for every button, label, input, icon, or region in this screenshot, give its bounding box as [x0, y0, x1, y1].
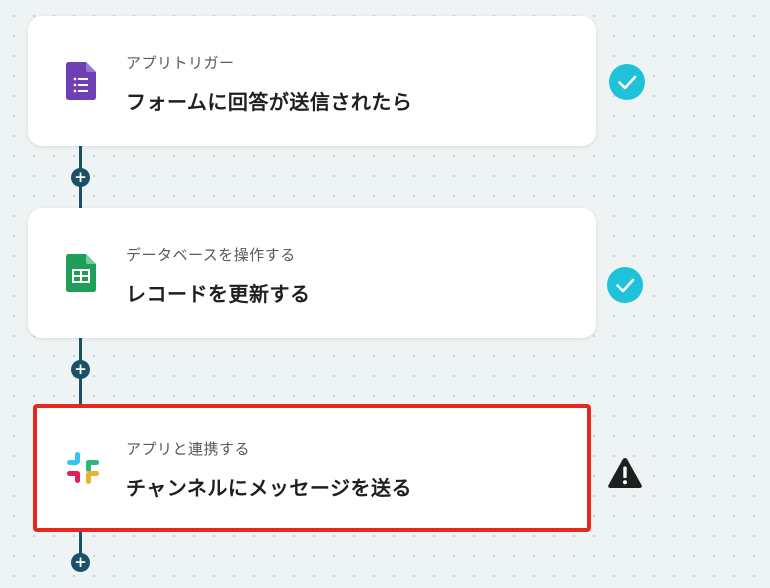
google-sheets-icon	[66, 254, 96, 292]
step-card-form-trigger[interactable]: アプリトリガー フォームに回答が送信されたら	[28, 16, 596, 146]
add-step-button[interactable]: +	[71, 553, 90, 572]
google-forms-icon	[66, 62, 96, 100]
step-subtitle: データベースを操作する	[126, 246, 296, 264]
add-step-button[interactable]: +	[71, 360, 90, 379]
check-circle-icon	[609, 64, 645, 100]
check-circle-icon	[607, 267, 643, 303]
warning-triangle-icon	[608, 458, 642, 488]
step-subtitle: アプリと連携する	[126, 440, 251, 458]
step-title: フォームに回答が送信されたら	[126, 90, 413, 114]
step-title: チャンネルにメッセージを送る	[126, 476, 412, 500]
step-subtitle: アプリトリガー	[126, 54, 235, 72]
connector-line	[79, 532, 82, 556]
step-title: レコードを更新する	[126, 282, 311, 306]
add-step-button[interactable]: +	[71, 168, 90, 187]
slack-icon	[67, 452, 99, 484]
step-card-slack-message[interactable]: アプリと連携する チャンネルにメッセージを送る	[33, 404, 591, 532]
step-card-database[interactable]: データベースを操作する レコードを更新する	[28, 208, 596, 338]
